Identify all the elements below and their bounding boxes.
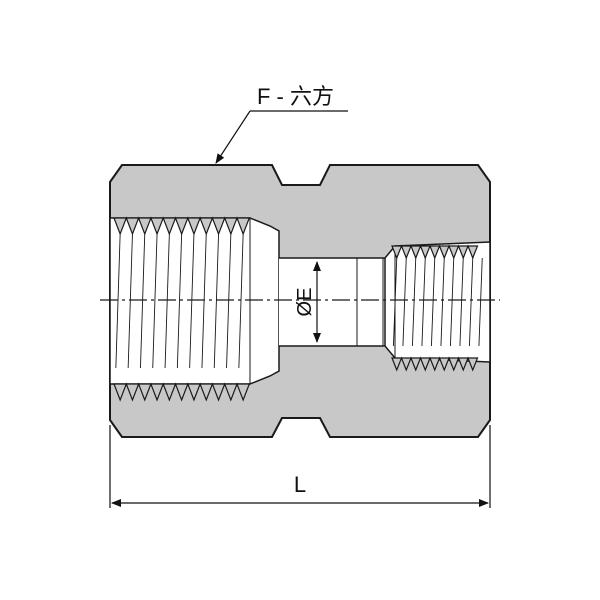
thread-tooth-profile [391,356,479,372]
thread-line [478,257,483,347]
thread-line [115,233,121,369]
thread-line [176,233,183,369]
thread-line [213,233,219,369]
center-bore [279,258,385,346]
thread-tooth-profile [113,216,251,236]
right-threaded-bore [384,241,491,363]
thread-line [226,233,232,369]
thread-line [189,233,195,369]
thread-tooth-profile [113,382,251,402]
length-label: L [294,472,306,497]
thread-line [164,233,170,369]
thread-line [440,257,445,347]
thread-line [459,257,464,347]
thread-line [238,233,244,369]
thread-line [421,257,426,347]
left-thread-lines [115,233,244,369]
right-thread-lines [392,257,483,347]
left-thread-teeth-top [113,216,251,236]
thread-tooth-profile [391,244,479,260]
right-thread-teeth-bottom [391,356,479,372]
thread-line [127,233,133,369]
hex-label: F - 六方 [257,84,334,109]
thread-line [152,233,158,369]
thread-line [139,233,146,369]
left-thread-teeth-bottom [113,382,251,402]
thread-line [411,257,417,347]
thread-line [468,257,474,347]
bore-diameter-label: ØE [294,288,316,317]
left-threaded-bore [109,217,280,385]
thread-line [402,257,407,347]
thread-line [201,233,207,369]
thread-line [392,257,398,347]
hex-leader-line [215,110,251,164]
thread-line [430,257,436,347]
thread-line [449,257,455,347]
right-thread-teeth-top [391,244,479,260]
